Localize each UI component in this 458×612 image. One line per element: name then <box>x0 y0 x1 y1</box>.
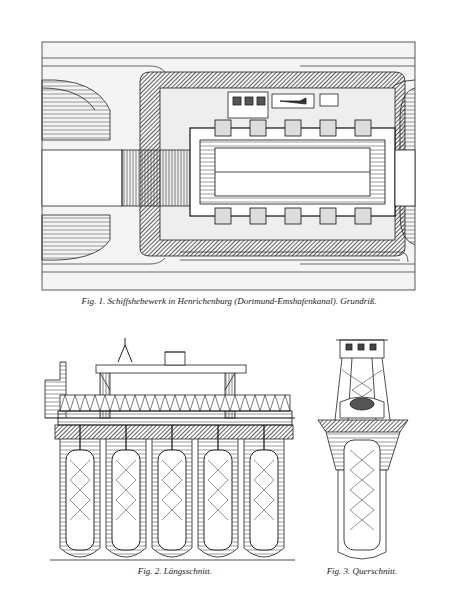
cross-section <box>318 340 408 559</box>
longitudinal-section <box>45 338 295 560</box>
figure-caption: Fig. 1. Schiffshebewerk in Henrichenburg… <box>79 296 378 306</box>
plan-view <box>42 42 415 290</box>
figure-caption: Fig. 3. Querschnitt. <box>325 566 400 576</box>
figure-caption: Fig. 2. Längsschnitt. <box>136 566 214 576</box>
